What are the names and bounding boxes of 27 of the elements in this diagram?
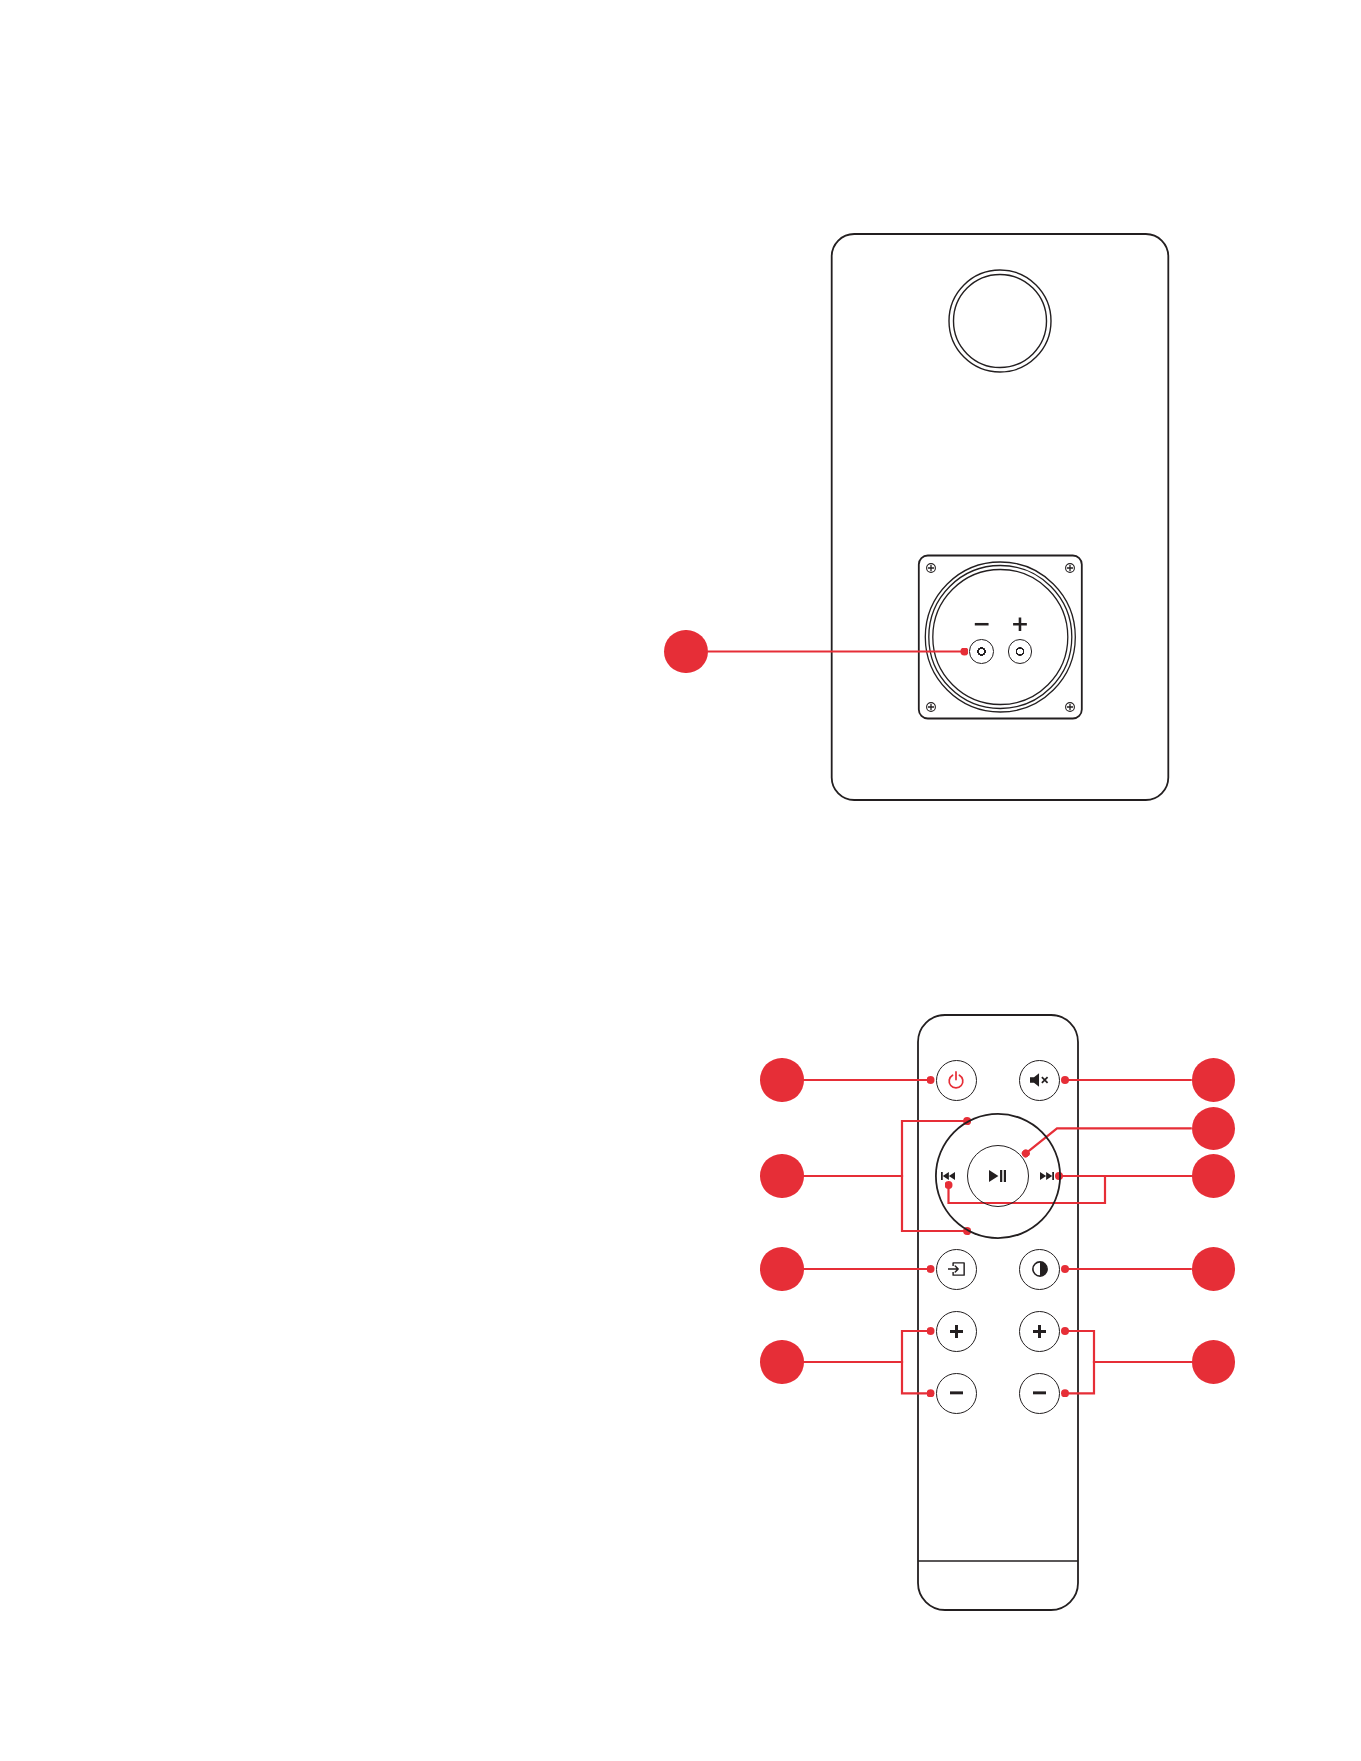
- callout-marker: [664, 629, 708, 674]
- next-track-icon: [1040, 1172, 1054, 1180]
- leader-line: [803, 1174, 972, 1235]
- leader-line: [1061, 1265, 1192, 1273]
- callout-marker: [1191, 1058, 1236, 1102]
- polarity-label: −: [972, 612, 991, 635]
- binding-post: [969, 639, 994, 664]
- leader-line: [1021, 1127, 1192, 1158]
- leader-line: [1061, 1076, 1192, 1084]
- navigation-ring: [934, 1113, 1061, 1239]
- leader-line: [944, 1174, 1192, 1205]
- polarity-label: +: [1010, 612, 1030, 635]
- previous-track-icon: [941, 1172, 956, 1180]
- callout-marker: [760, 1058, 804, 1102]
- leader-line: [803, 1360, 935, 1398]
- callout-marker: [760, 1340, 804, 1384]
- callout-marker: [760, 1154, 804, 1198]
- leader-line: [803, 1265, 935, 1273]
- callout-marker: [1191, 1154, 1236, 1198]
- leader-line: [803, 1076, 935, 1084]
- callout-marker: [760, 1247, 804, 1291]
- leader-line: [707, 647, 969, 656]
- binding-post: [1007, 639, 1033, 664]
- leader-line: [1061, 1360, 1192, 1398]
- callout-marker: [1191, 1106, 1236, 1150]
- callout-marker: [1191, 1247, 1236, 1291]
- callout-marker: [1191, 1340, 1236, 1384]
